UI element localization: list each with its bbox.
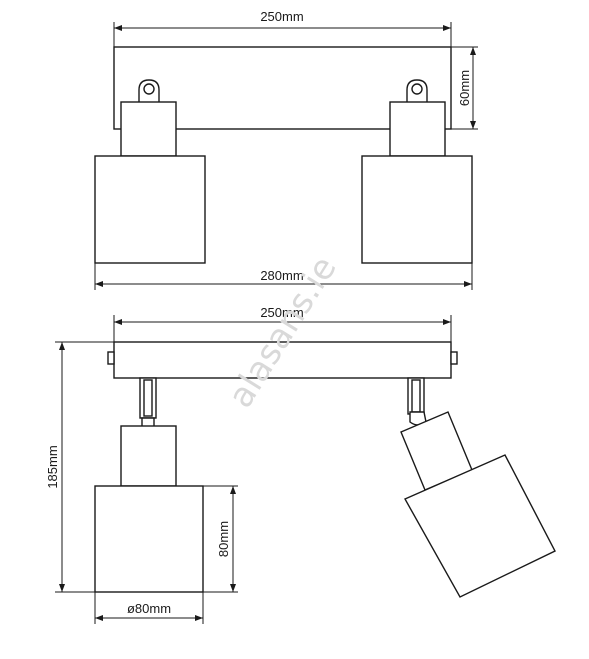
side-view: 250mm 185mm	[45, 305, 556, 624]
dim-total-width-label: 280mm	[260, 268, 303, 283]
dim-shade-height: 80mm	[203, 485, 238, 593]
dim-top-width-label: 250mm	[260, 9, 303, 24]
dim-height-top-label: 60mm	[457, 70, 472, 106]
dim-side-width-label: 250mm	[260, 305, 303, 320]
side-left-spot	[94, 377, 204, 593]
dim-total-width: 280mm	[94, 263, 473, 290]
dim-shade-diameter: ø80mm	[94, 592, 204, 624]
dim-side-width: 250mm	[113, 305, 452, 342]
top-left-spot	[94, 79, 206, 264]
side-right-spot	[400, 377, 556, 598]
top-view: 250mm 60mm 280mm	[94, 9, 478, 290]
top-right-spot	[361, 79, 473, 264]
dim-shade-height-label: 80mm	[216, 521, 231, 557]
dim-top-width: 250mm	[113, 9, 452, 47]
dim-total-height-label: 185mm	[45, 445, 60, 488]
dim-shade-diameter-label: ø80mm	[127, 601, 171, 616]
dim-total-height: 185mm	[45, 341, 114, 593]
dim-height-top: 60mm	[451, 46, 478, 130]
top-backplate	[113, 46, 452, 130]
